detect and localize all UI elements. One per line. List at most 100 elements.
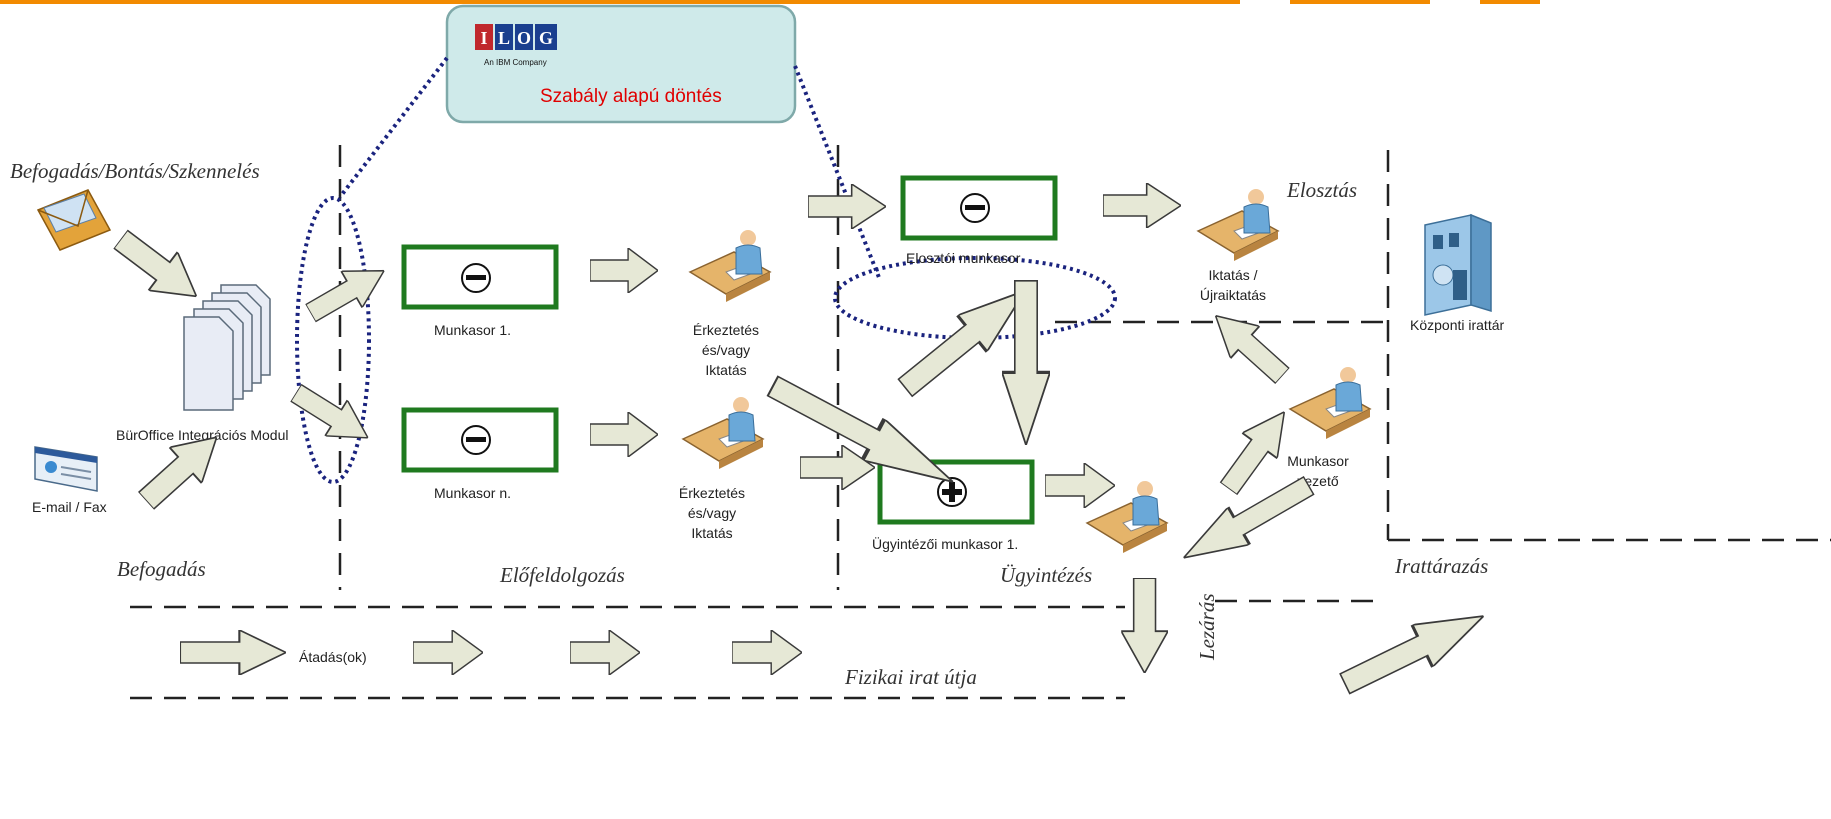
plus-icon-v — [949, 482, 955, 502]
desk-side-4 — [1123, 523, 1167, 553]
queue-manager-line-1: Munkasor — [1287, 453, 1349, 469]
email-window-icon — [34, 446, 98, 492]
queue-box-n — [401, 407, 559, 473]
person-head-5 — [1340, 367, 1356, 383]
top-bar-seg3 — [1480, 0, 1540, 4]
phase-distribution: Elosztás — [1286, 178, 1357, 202]
building-side — [1470, 213, 1492, 313]
desk-side-5 — [1326, 409, 1370, 439]
queue-manager-icon — [1288, 367, 1372, 439]
phase-title-intake: Befogadás/Bontás/Szkennelés — [10, 159, 260, 183]
dotted-ellipse-right — [833, 256, 1117, 340]
flow-arrow-envelope-to-docs — [106, 220, 211, 316]
person-head-3 — [1248, 189, 1264, 205]
person-body-5 — [1335, 381, 1363, 412]
desk-side-3 — [1234, 231, 1278, 261]
email-fax-label: E-mail / Fax — [32, 499, 107, 515]
top-bar-seg2 — [1290, 0, 1430, 4]
integration-module-label: BürOffice Integrációs Modul — [116, 427, 289, 443]
person-head-2 — [733, 397, 749, 413]
flow-arrow-to-distributor — [808, 184, 886, 229]
ilog-letter-2: L — [498, 28, 510, 48]
distributor-queue-box — [900, 175, 1058, 241]
clerk-desk-icon-4 — [1085, 481, 1169, 553]
ilog-letter-4: G — [539, 28, 553, 48]
phase-administration: Ügyintézés — [1000, 563, 1092, 587]
clerk-queue-label: Ügyintézői munkasor 1. — [872, 535, 1018, 552]
email-window-titlebar — [35, 447, 97, 463]
distributor-queue-label: Elosztói munkasor — [906, 250, 1021, 266]
clerk-desk-icon-3 — [1196, 189, 1280, 261]
phase-physical-path: Fizikai irat útja — [844, 665, 977, 689]
phase-closing: Lezárás — [1195, 593, 1219, 661]
flow-arrow-closing-down — [1121, 578, 1168, 674]
building-window-2 — [1449, 233, 1459, 247]
email-window-text-line-2 — [60, 473, 92, 480]
central-archive-label: Központi irattár — [1410, 317, 1504, 333]
ilog-logo: I L O G An IBM Company — [475, 24, 557, 67]
ilog-letter-bg-2 — [495, 24, 513, 50]
ilog-box-frame — [445, 4, 797, 124]
handover-label: Átadás(ok) — [299, 649, 367, 665]
queue-box-1-frame — [401, 244, 559, 310]
email-window-globe — [45, 461, 57, 473]
minus-icon-2-bar — [466, 437, 486, 442]
desk-side-2 — [719, 439, 763, 469]
person-body-2 — [728, 411, 756, 442]
person-head-1 — [740, 230, 756, 246]
envelope-flap — [37, 189, 89, 228]
queue-box-1 — [401, 244, 559, 310]
reregistration-line-2: Újraiktatás — [1200, 287, 1266, 303]
registration-2-line-2: és/vagy — [688, 505, 736, 521]
ilog-letter-3: O — [517, 28, 531, 48]
dotted-connectors — [295, 56, 1117, 484]
ilog-letter-bg-3 — [515, 24, 533, 50]
ilog-letter-1: I — [480, 28, 487, 48]
archive-building-icon — [1424, 213, 1492, 316]
reregistration-line-1: Iktatás / — [1208, 267, 1257, 283]
rule-decision-label: Szabály alapú döntés — [540, 86, 722, 107]
email-window-text-line-1 — [60, 466, 92, 473]
flow-arrow-distributor-to-registration — [1103, 183, 1181, 228]
queue-1-label: Munkasor 1. — [434, 322, 511, 338]
flow-arrow-clerk-queue-to-clerk — [1045, 463, 1115, 508]
phase-preprocessing: Előfeldolgozás — [499, 563, 625, 587]
flow-arrow-to-archiving — [1334, 595, 1494, 706]
flow-arrow-queuen-to-registration — [590, 412, 659, 457]
registration-1-line-3: Iktatás — [705, 362, 746, 378]
dotted-line-left — [338, 56, 449, 199]
ilog-letter-bg-1 — [475, 24, 493, 50]
envelope-letter — [43, 193, 97, 233]
minus-icon-3-bar — [965, 205, 985, 210]
flow-arrow-to-queue-n — [284, 375, 380, 456]
person-head-4 — [1137, 481, 1153, 497]
registration-2-line-3: Iktatás — [691, 525, 732, 541]
ilog-letter-bg-4 — [535, 24, 557, 50]
flow-arrow-to-queue-1 — [300, 252, 395, 332]
dotted-ellipse-left — [295, 196, 371, 484]
flow-arrow-manager-to-registration — [1201, 299, 1297, 392]
minus-icon-1-bar — [466, 275, 486, 280]
top-bar-main — [0, 0, 1240, 4]
person-body-4 — [1132, 495, 1160, 526]
ilog-rule-box: I L O G An IBM Company Szabály alapú dön… — [445, 4, 797, 124]
clerk-desk-icon-2 — [681, 397, 765, 469]
building-window-1 — [1433, 235, 1443, 249]
ilog-subtitle: An IBM Company — [484, 58, 547, 67]
building-vault — [1432, 264, 1454, 286]
envelope-icon — [36, 189, 112, 251]
document-stack-icon — [183, 284, 271, 411]
phase-intake: Befogadás — [117, 557, 206, 581]
phase-separators — [130, 145, 1831, 700]
registration-1-line-2: és/vagy — [702, 342, 750, 358]
desk-side-1 — [726, 272, 770, 302]
flow-arrow-physical-1 — [180, 630, 286, 675]
queue-n-label: Munkasor n. — [434, 485, 511, 501]
flow-arrow-physical-4 — [732, 630, 802, 675]
person-body-1 — [735, 244, 763, 275]
person-body-3 — [1243, 203, 1271, 234]
top-bar — [0, 0, 1540, 4]
registration-2-line-1: Érkeztetés — [679, 485, 745, 501]
